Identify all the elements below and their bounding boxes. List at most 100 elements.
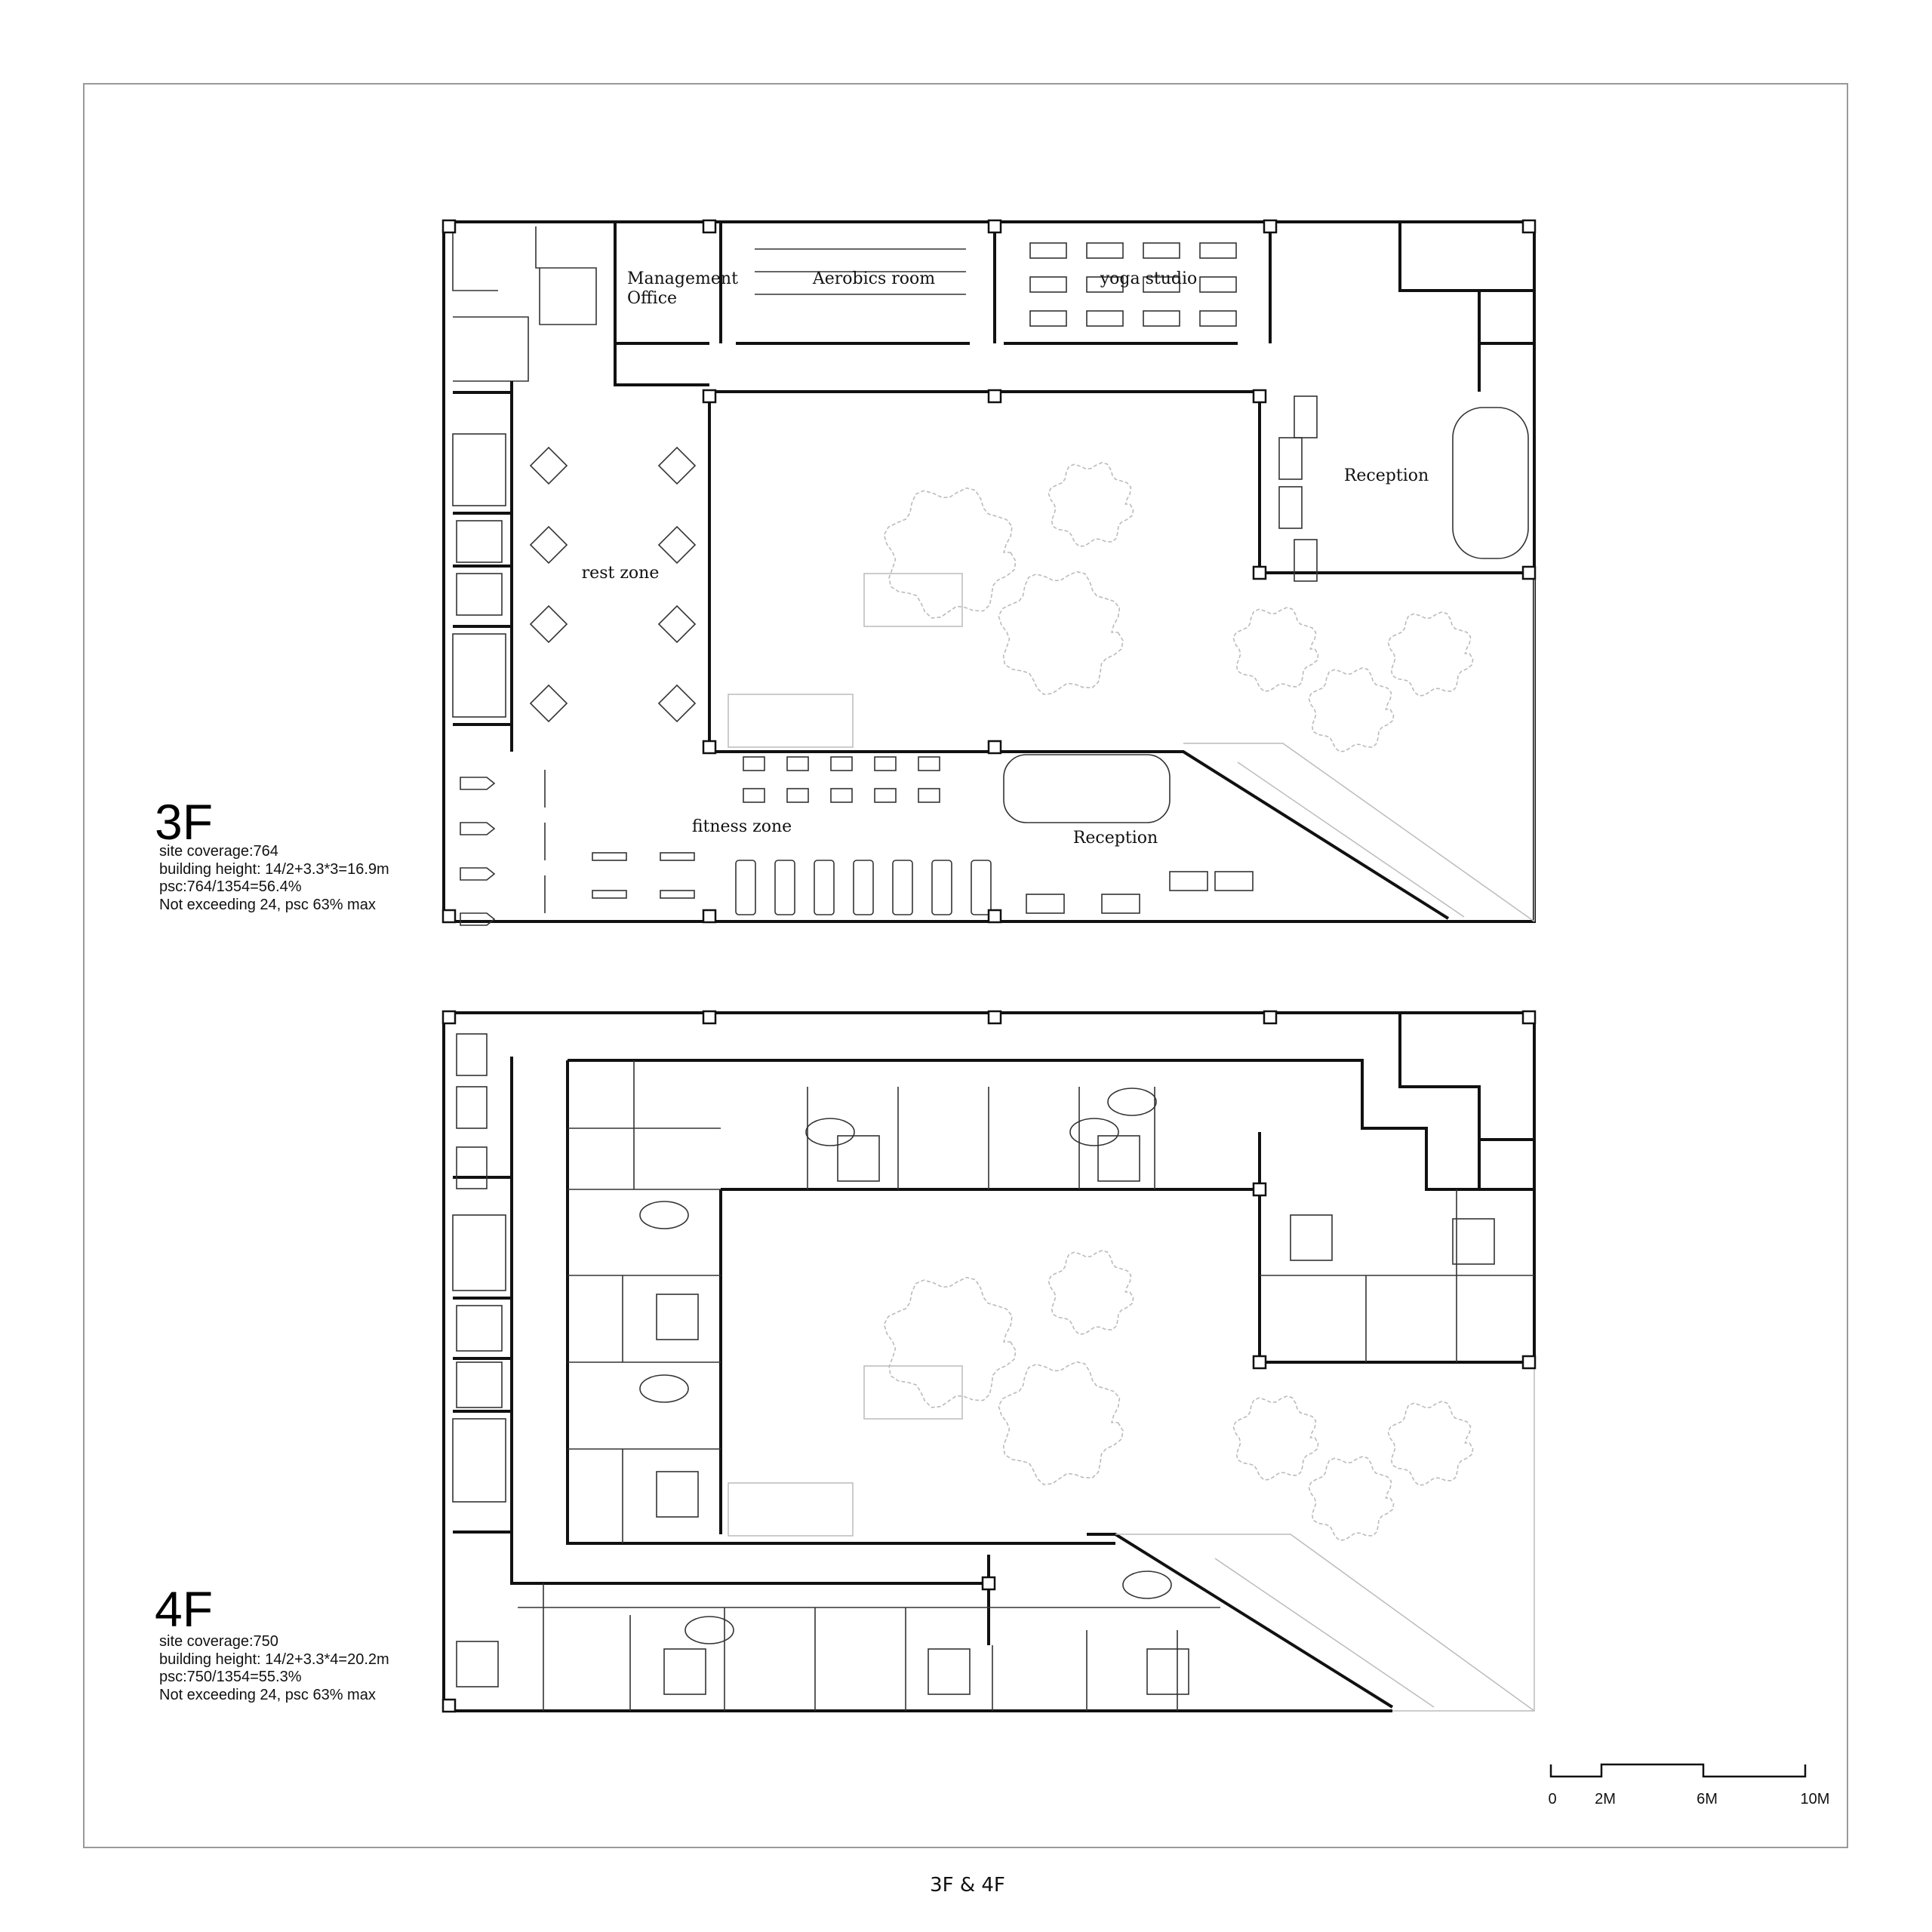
column — [1263, 1010, 1278, 1025]
gym-machine-icon — [830, 788, 853, 803]
ramp-3f — [1183, 743, 1535, 922]
label-reception-lower: Reception — [1073, 829, 1158, 848]
treadmill-icon — [892, 860, 913, 915]
stair-3f-a — [452, 433, 506, 506]
gym-machine-icon — [918, 756, 940, 771]
treadmill-icon — [814, 860, 835, 915]
yoga-mat-icon — [1086, 310, 1124, 327]
tree-icon — [1387, 611, 1474, 697]
info-limit-3f: Not exceeding 24, psc 63% max — [159, 897, 376, 913]
info-psc-3f: psc:764/1354=56.4% — [159, 878, 302, 895]
table-icon — [529, 605, 568, 644]
gym-machine-icon — [743, 756, 765, 771]
table-icon — [529, 525, 568, 565]
coffee-table-icon — [1107, 1088, 1157, 1116]
column — [1252, 1182, 1267, 1197]
floor-title-4f: 4F — [155, 1581, 213, 1637]
bench-press-icon — [460, 867, 496, 881]
sofa-icon — [1101, 894, 1140, 914]
weight-rack-icon — [660, 890, 695, 899]
weight-rack-icon — [592, 852, 627, 861]
columns-3f — [441, 219, 1537, 924]
unit-ring-4f — [566, 1059, 1534, 1545]
column — [987, 740, 1002, 755]
column — [1252, 389, 1267, 404]
bench-press-icon — [460, 822, 496, 835]
column — [987, 909, 1002, 924]
column — [441, 1698, 457, 1713]
sofa-icon — [1214, 871, 1254, 891]
bench-press-icon — [460, 912, 496, 926]
info-limit-4f: Not exceeding 24, psc 63% max — [159, 1687, 376, 1703]
treadmill-icon — [774, 860, 795, 915]
sofa-icon — [1278, 437, 1303, 480]
column — [987, 219, 1002, 234]
tree-icon — [1048, 1250, 1134, 1335]
sheet-frame — [83, 83, 1848, 1848]
yoga-mat-icon — [1199, 276, 1237, 293]
sofa-icon — [1026, 894, 1065, 914]
column — [987, 1010, 1002, 1025]
coffee-table-icon — [639, 1374, 689, 1403]
right-core-4f — [1398, 1013, 1534, 1189]
reception-desk-3f — [1452, 407, 1529, 559]
scale-bar: 0 2M 6M 10M — [1548, 1763, 1829, 1807]
bench-press-icon — [460, 777, 496, 790]
trees-3f — [883, 462, 1474, 752]
elevator-4f-a — [456, 1305, 503, 1352]
courtyard-pool-4f — [863, 1365, 963, 1420]
tree-icon — [1387, 1401, 1474, 1486]
tree-icon — [998, 571, 1124, 695]
bed-icon — [1146, 1648, 1189, 1695]
plan-4f: 4F site coverage:750 building height: 14… — [155, 1010, 1537, 1713]
column — [1521, 1355, 1537, 1370]
elevator-3f-a — [456, 520, 503, 563]
gym-machine-icon — [918, 788, 940, 803]
unit-partitions-4f — [568, 1060, 1534, 1543]
column — [702, 1010, 717, 1025]
coffee-table-icon — [685, 1616, 734, 1644]
scale-label-2m: 2M — [1595, 1791, 1616, 1807]
column — [987, 389, 1002, 404]
furniture-3f — [460, 242, 1318, 926]
table-icon — [657, 446, 697, 485]
floor-title-3f: 3F — [155, 794, 213, 850]
gym-machine-icon — [786, 788, 809, 803]
column — [441, 219, 457, 234]
ramp-4f — [1115, 1534, 1535, 1712]
furniture-4f — [456, 1033, 1495, 1695]
column — [702, 909, 717, 924]
yoga-mat-icon — [1086, 276, 1124, 293]
column — [702, 219, 717, 234]
elevator-4f-b — [456, 1361, 503, 1408]
elevator-3f-b — [456, 573, 503, 616]
bed-icon — [837, 1135, 880, 1182]
sofa-icon — [1294, 395, 1318, 438]
yoga-mat-icon — [1143, 310, 1180, 327]
tree-icon — [883, 487, 1017, 619]
yoga-mat-icon — [1029, 242, 1067, 259]
table-icon — [529, 446, 568, 485]
sofa-icon — [456, 1086, 488, 1129]
courtyard-pool-3f — [863, 573, 963, 627]
coffee-table-icon — [1069, 1118, 1119, 1146]
reception-desk-lower-3f — [1003, 754, 1171, 823]
tree-icon — [998, 1361, 1124, 1485]
column — [1252, 565, 1267, 580]
sofa-icon — [456, 1033, 488, 1076]
weight-rack-icon — [660, 852, 695, 861]
yoga-mat-icon — [1143, 276, 1180, 293]
gym-machine-icon — [874, 788, 897, 803]
tree-icon — [883, 1276, 1017, 1408]
column — [1521, 1010, 1537, 1025]
bottom-units-4f — [518, 1583, 1220, 1711]
stair-4f-b — [452, 1418, 506, 1503]
bed-icon — [656, 1471, 699, 1518]
info-site-coverage-4f: site coverage:750 — [159, 1633, 278, 1650]
left-core-3f — [453, 381, 513, 752]
table-icon — [529, 684, 568, 723]
bed-icon — [928, 1648, 971, 1695]
trees-4f — [883, 1250, 1474, 1541]
stair-4f-a — [452, 1214, 506, 1291]
